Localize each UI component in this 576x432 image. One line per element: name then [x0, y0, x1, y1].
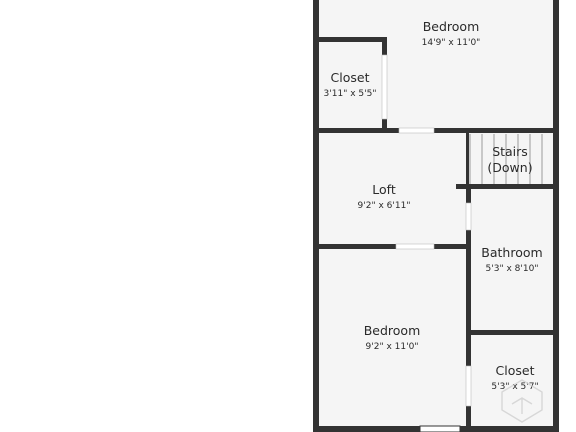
room-label-closet-bottom: Closet 5'3" x 5'7"	[491, 363, 538, 392]
room-subname: (Down)	[487, 160, 532, 175]
room-dimensions: 3'11" x 5'5"	[324, 89, 377, 99]
room-name: Bedroom	[364, 323, 421, 338]
room-name: Stairs	[492, 144, 528, 159]
room-label-closet-top: Closet 3'11" x 5'5"	[324, 70, 377, 99]
room-dimensions: 14'9" x 11'0"	[422, 38, 481, 48]
room-name: Bedroom	[423, 19, 480, 34]
stairs-treads	[469, 134, 543, 185]
room-label-bedroom-bottom: Bedroom 9'2" x 11'0"	[364, 323, 421, 352]
bedroom-bottom-doorway	[395, 243, 435, 250]
room-dimensions: 9'2" x 11'0"	[366, 342, 419, 352]
room-name: Loft	[372, 182, 396, 197]
room-label-loft: Loft 9'2" x 6'11"	[358, 182, 411, 211]
room-name: Closet	[331, 70, 370, 85]
room-label-bedroom-top: Bedroom 14'9" x 11'0"	[422, 19, 481, 48]
room-label-stairs: Stairs (Down)	[487, 144, 532, 175]
room-label-bathroom: Bathroom 5'3" x 8'10"	[481, 245, 542, 274]
bedroom-top-doorway	[398, 127, 435, 134]
room-dimensions: 5'3" x 5'7"	[491, 382, 538, 392]
openings	[381, 54, 472, 432]
room-dimensions: 9'2" x 6'11"	[358, 201, 411, 211]
closet-bottom-doorway	[465, 365, 472, 407]
room-name: Closet	[496, 363, 535, 378]
room-dimensions: 5'3" x 8'10"	[486, 264, 539, 274]
window	[419, 425, 461, 432]
closet-top-doorway	[381, 54, 388, 120]
room-name: Bathroom	[481, 245, 542, 260]
bathroom-doorway	[465, 202, 472, 231]
floor-area	[316, 0, 556, 432]
watermark-icon	[501, 379, 543, 423]
